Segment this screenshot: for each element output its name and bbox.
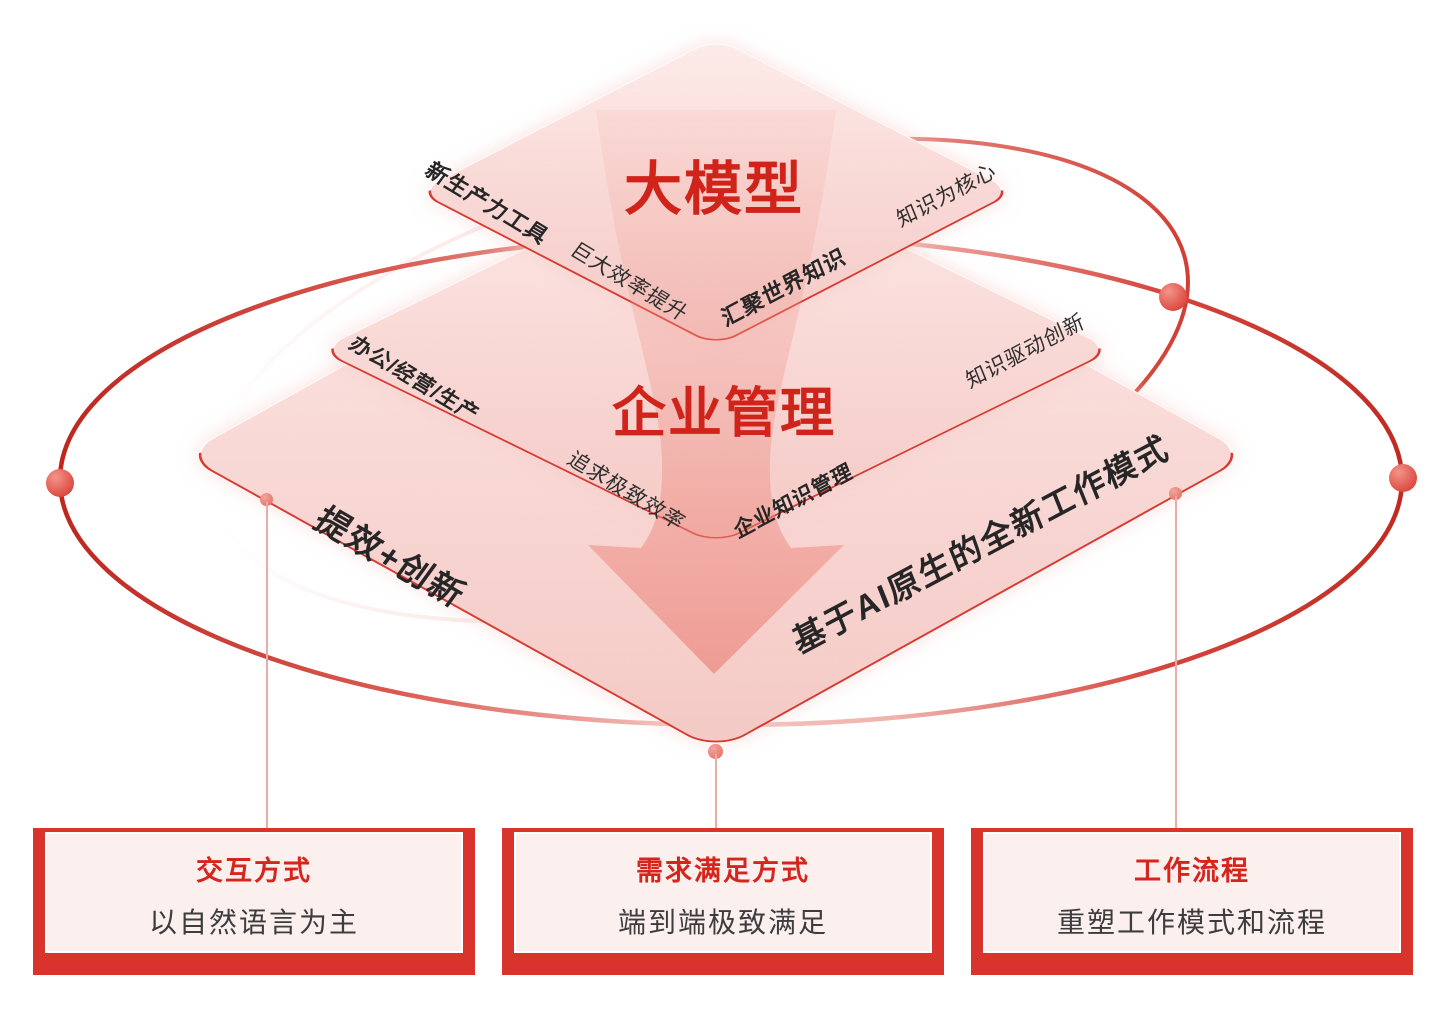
- top-layer-title: 大模型: [623, 157, 805, 222]
- connector-dot-right: [1169, 487, 1182, 500]
- card-interaction-mode: 交互方式 以自然语言为主: [33, 828, 475, 975]
- card-description: 端到端极致满足: [617, 907, 828, 938]
- card-title: 需求满足方式: [636, 856, 810, 886]
- connector-line-center: [715, 754, 717, 828]
- card-panel: 工作流程 重塑工作模式和流程: [983, 832, 1401, 953]
- card-demand-satisfaction: 需求满足方式 端到端极致满足: [502, 828, 944, 975]
- connector-dot-left: [260, 493, 273, 506]
- connector-line-right: [1174, 496, 1177, 828]
- orbit-dot-left: [46, 469, 74, 497]
- card-description: 以自然语言为主: [148, 907, 359, 938]
- card-description: 重塑工作模式和流程: [1056, 907, 1327, 938]
- orbit-dot-top-right: [1159, 283, 1187, 311]
- connector-line-left: [265, 502, 268, 828]
- card-workflow: 工作流程 重塑工作模式和流程: [971, 828, 1413, 975]
- card-panel: 交互方式 以自然语言为主: [45, 832, 463, 953]
- orbit-dot-right: [1389, 464, 1417, 492]
- middle-layer-title: 企业管理: [612, 383, 836, 444]
- connector-dot-center: [708, 744, 723, 759]
- card-title: 交互方式: [196, 856, 312, 886]
- card-title: 工作流程: [1134, 856, 1250, 886]
- card-panel: 需求满足方式 端到端极致满足: [514, 832, 932, 953]
